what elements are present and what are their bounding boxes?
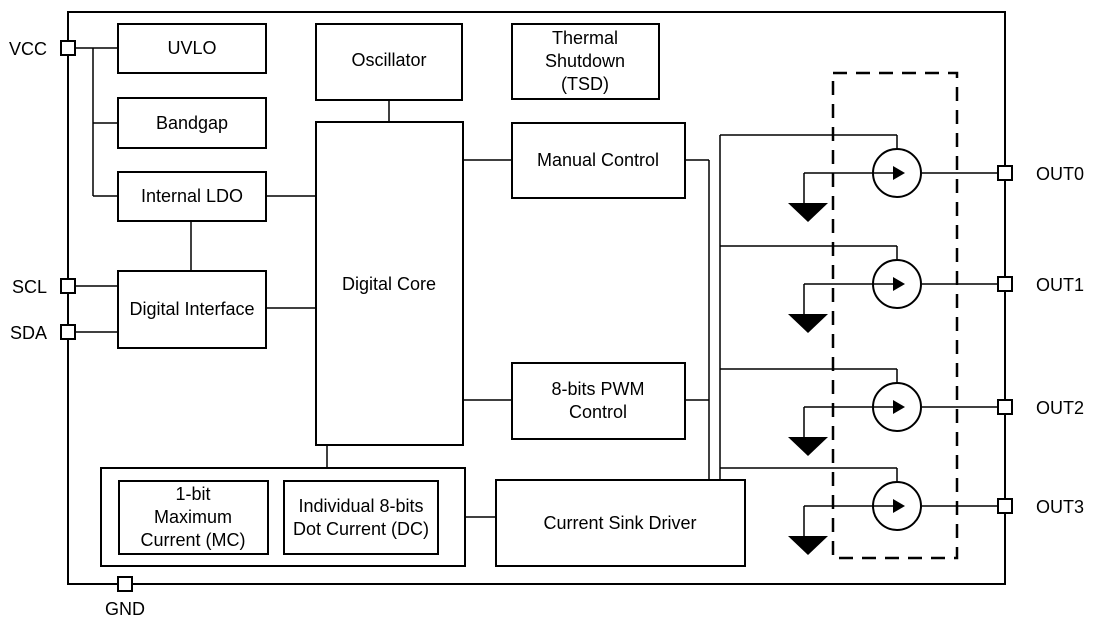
pwm-control-label-1: 8-bits PWM — [551, 379, 644, 399]
channel-out0 — [788, 148, 922, 222]
current-sink-driver-block: Current Sink Driver — [495, 479, 746, 567]
pin-scl: SCL — [12, 277, 76, 297]
max-current-label-1: 1-bit — [175, 484, 210, 504]
max-current-block: 1-bit Maximum Current (MC) — [118, 480, 269, 555]
thermal-shutdown-label-2: Shutdown — [545, 51, 625, 71]
pin-out1: OUT1 — [997, 275, 1084, 295]
current-source-icon — [804, 259, 922, 309]
bandgap-block: Bandgap — [117, 97, 267, 149]
pin-sda-label: SDA — [10, 323, 47, 343]
pin-out1-label: OUT1 — [1036, 275, 1084, 295]
thermal-shutdown-label-3: (TSD) — [561, 74, 609, 94]
manual-control-label: Manual Control — [537, 150, 659, 170]
digital-interface-block: Digital Interface — [117, 270, 267, 349]
oscillator-block: Oscillator — [315, 23, 463, 101]
ground-triangle-icon — [788, 407, 828, 456]
pin-out0-label: OUT0 — [1036, 164, 1084, 184]
digital-core-label: Digital Core — [342, 274, 436, 294]
thermal-shutdown-block: Thermal Shutdown (TSD) — [511, 23, 660, 100]
channel-out1 — [788, 259, 922, 333]
oscillator-label: Oscillator — [351, 50, 426, 70]
digital-interface-label: Digital Interface — [129, 299, 254, 319]
internal-ldo-label: Internal LDO — [141, 186, 243, 206]
ground-triangle-icon — [788, 284, 828, 333]
pin-sda: SDA — [10, 323, 76, 343]
dot-current-label-1: Individual 8-bits — [298, 496, 423, 516]
max-current-label-2: Maximum — [154, 507, 232, 527]
manual-control-block: Manual Control — [511, 122, 686, 199]
pin-out0: OUT0 — [997, 164, 1084, 184]
internal-ldo-block: Internal LDO — [117, 171, 267, 222]
channel-out2 — [788, 382, 922, 456]
uvlo-block: UVLO — [117, 23, 267, 74]
wiring — [76, 47, 997, 518]
pwm-control-block: 8-bits PWM Control — [511, 362, 686, 440]
channel-out3 — [788, 481, 922, 555]
bandgap-label: Bandgap — [156, 113, 228, 133]
thermal-shutdown-label-1: Thermal — [552, 28, 618, 48]
current-sink-driver-label: Current Sink Driver — [543, 513, 696, 533]
current-source-icon — [804, 148, 922, 198]
dot-current-block: Individual 8-bits Dot Current (DC) — [283, 480, 439, 555]
pin-out2-label: OUT2 — [1036, 398, 1084, 418]
current-source-icon — [804, 481, 922, 531]
current-source-icon — [804, 382, 922, 432]
max-current-label-3: Current (MC) — [140, 530, 245, 550]
uvlo-label: UVLO — [167, 38, 216, 58]
pin-out3-label: OUT3 — [1036, 497, 1084, 517]
digital-core-block: Digital Core — [315, 121, 464, 446]
pin-vcc-label: VCC — [9, 39, 47, 59]
ground-triangle-icon — [788, 506, 828, 555]
ground-triangle-icon — [788, 173, 828, 222]
pin-gnd: GND — [105, 576, 145, 619]
pin-out3: OUT3 — [997, 497, 1084, 517]
dot-current-label-2: Dot Current (DC) — [293, 519, 429, 539]
pin-scl-label: SCL — [12, 277, 47, 297]
pwm-control-label-2: Control — [569, 402, 627, 422]
device-outline — [67, 11, 1006, 585]
pin-out2: OUT2 — [997, 398, 1084, 418]
pin-gnd-label: GND — [105, 599, 145, 619]
pin-vcc: VCC — [9, 39, 76, 59]
output-driver-region — [831, 71, 959, 560]
